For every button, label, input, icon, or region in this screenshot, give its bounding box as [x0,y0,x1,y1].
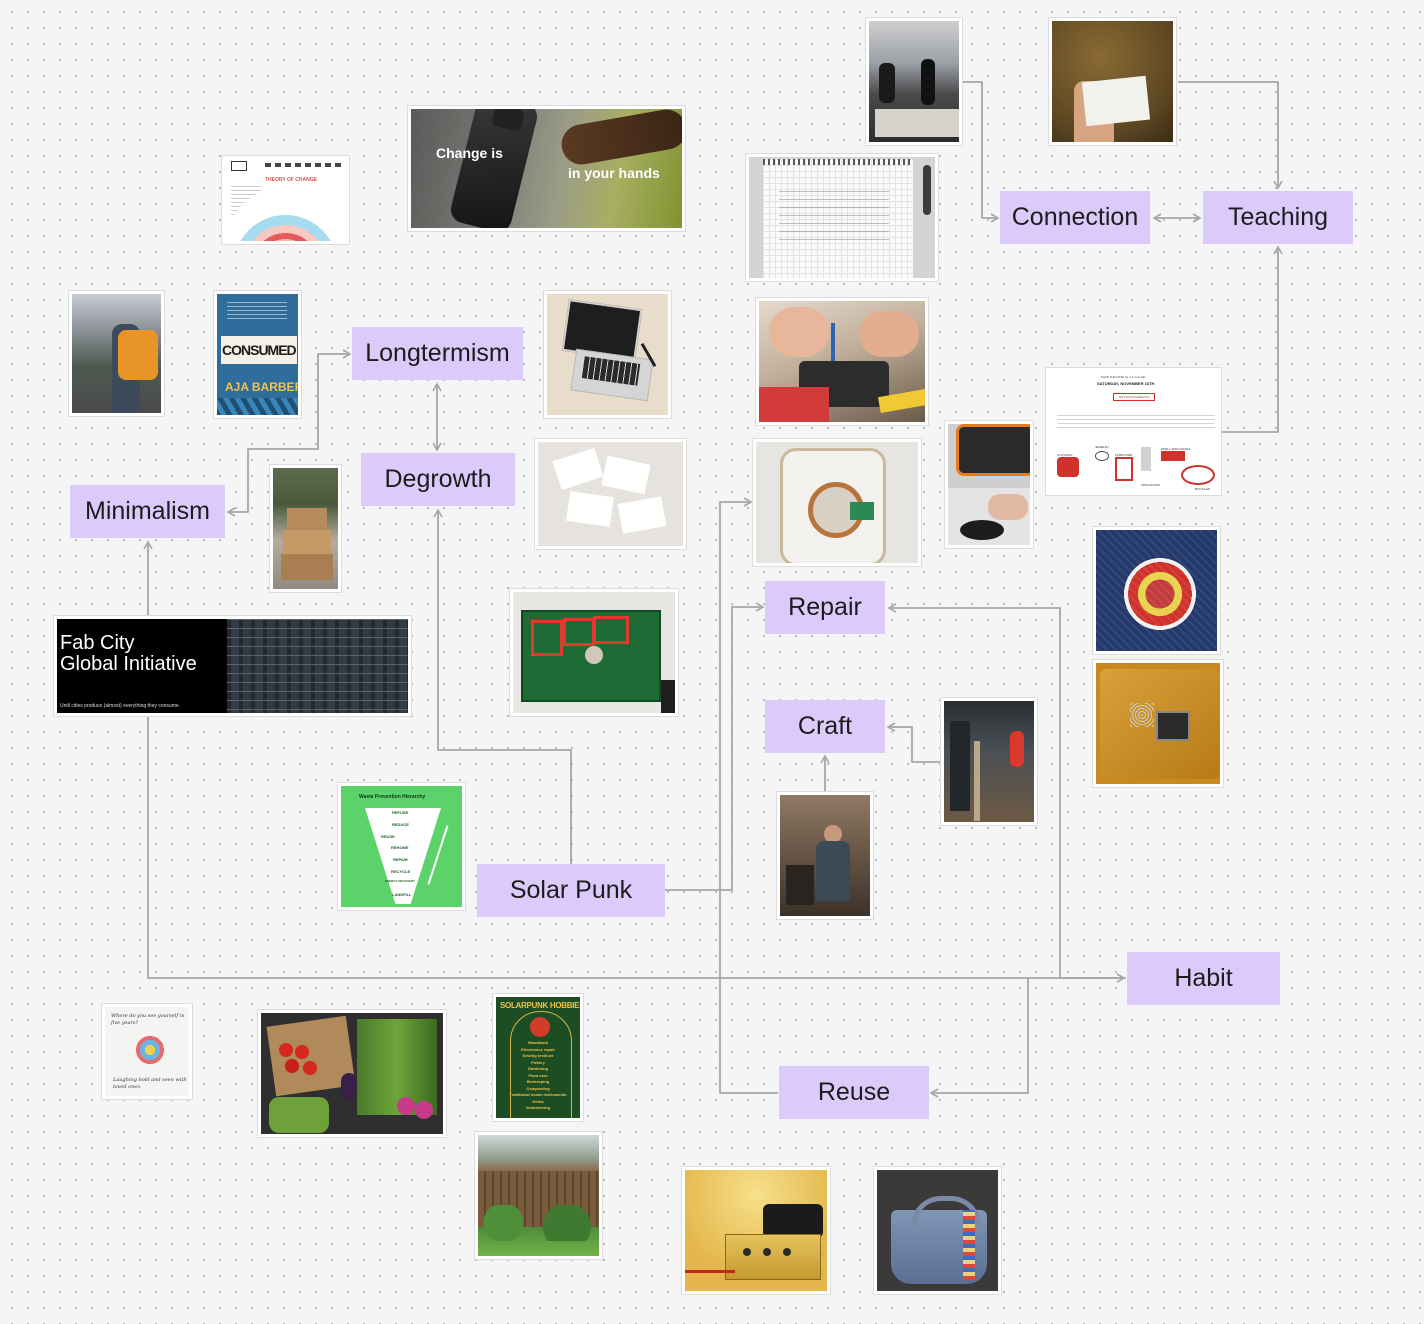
hobby-item: Beekeeping [526,1079,550,1084]
node-habit[interactable]: Habit [1127,952,1280,1005]
hand-shape [558,109,682,168]
hobby-item: Pottery [531,1059,545,1065]
flyer-label-jewelry: JEWELRY [1095,445,1110,449]
connector-photo-to-craft [886,722,941,763]
hobby-item: Volunteering [525,1105,551,1110]
connector-solarpunk-repair [665,602,765,891]
connector-habit-reuse [929,978,1029,1098]
hobby-item: Traditional music instruments [509,1092,567,1097]
connector-solarpunk-reuse [719,890,778,1094]
craftsman-photo[interactable] [777,792,873,919]
fab-city-banner[interactable]: Fab City Global Initiative Until cities … [54,616,411,716]
waste-hierarchy-image[interactable]: Waste Prevention Hierarchy REFUSE REDUCE… [338,783,465,910]
flyer-label-furniture: FURNITURE [1115,453,1133,457]
drawing-question: Where do you see yourself in five years? [111,1013,185,1026]
consumed-book-photo[interactable]: CONSUMED AJA BARBER [214,291,301,418]
phone-stand-photo[interactable] [682,1167,830,1294]
hobby-item: Composting [526,1085,550,1091]
theory-heading: THEORY OF CHANGE [265,177,317,183]
workshop-tools-photo[interactable] [941,698,1037,825]
waste-level-rehome: REHOME [391,845,409,850]
flyer-label-bicycles: BICYCLES [1195,487,1210,491]
backpack-photo[interactable] [69,291,164,416]
flyer-kicker: SAVE THE DATE for our next fair: [1101,375,1147,379]
hobby-item: Gardening [527,1066,548,1071]
node-degrowth[interactable]: Degrowth [361,453,515,506]
flyer-label-appliances: APPLIANCES [1141,483,1160,487]
circuit-board-photo[interactable] [510,589,678,716]
backpack-shape [118,330,158,380]
hobby-item: Electronics repair [521,1046,555,1052]
flyer-label-clothing: CLOTHING [1057,453,1073,457]
waste-level-energy-recovery: ENERGY RECOVERY [385,879,416,883]
wireless-charger-photo[interactable] [753,439,921,566]
waste-level-reduce: REDUCE [392,822,409,827]
flyer-label-small-appliances: SMALL APPLIANCES [1161,447,1191,451]
book-author: AJA BARBER [225,380,301,394]
waste-level-repair: REPAIR [393,857,408,862]
solar-powerbank-photo[interactable] [945,421,1033,548]
fab-city-title-2: Global Initiative [60,653,197,675]
waste-level-recycle: RECYCLE [391,869,411,874]
flyer-date: SATURDAY, NOVEMBER 16TH [1097,381,1155,386]
drawing-answer: Laughing bold and seen with loved ones. [113,1077,187,1090]
theory-of-change-image[interactable]: THEORY OF CHANGE [222,156,349,244]
event-flyer-image[interactable]: SAVE THE DATE for our next fair: SATURDA… [1046,368,1221,495]
hobby-item: Sewing textil art [522,1053,554,1058]
phone-ad-line2: in your hands [568,165,660,181]
connector-flyer-to-teaching [1222,245,1283,433]
hobby-item: Herbs [532,1098,544,1104]
connector-photo-to-teaching [1178,81,1283,190]
node-teaching[interactable]: Teaching [1203,191,1353,244]
book-title: CONSUMED [221,336,297,364]
laptop-photo[interactable] [544,291,671,418]
index-card-photo[interactable] [1049,18,1176,145]
notebook-sketch-photo[interactable] [746,154,938,281]
hobby-item: Woodwork [527,1040,549,1045]
fab-city-title-1: Fab City [60,632,135,654]
hobby-item: Plant care [528,1072,548,1078]
connector-solarpunk-wireless [719,497,753,890]
connector-photo-to-connection [962,81,1000,223]
garden-photo[interactable] [475,1132,602,1259]
node-craft[interactable]: Craft [765,700,885,753]
repair-hands-photo[interactable] [756,298,928,425]
index-cards-photo[interactable] [535,439,686,549]
denim-bag-photo[interactable] [874,1167,1001,1294]
waste-level-refuse: REFUSE [392,810,409,815]
phone-on-stand [763,1204,823,1238]
notebook-page [763,159,913,278]
vegetables-photo[interactable] [258,1010,446,1137]
workshop-photo[interactable] [866,18,962,145]
embroidery-photo[interactable] [1093,527,1220,654]
textile-electronics-photo[interactable] [1093,660,1223,787]
node-connection[interactable]: Connection [1000,191,1150,244]
waste-level-landfill: LANDFILL [392,892,412,897]
hobbies-title: SOLARPUNK HOBBIES [500,1001,583,1010]
phone-ad-line1: Change is [436,145,503,161]
waste-level-reuse: REUSE [381,834,395,839]
waste-title: Waste Prevention Hierarchy [359,794,426,800]
city-aerial [227,619,408,713]
node-reuse[interactable]: Reuse [779,1066,929,1119]
index-card [1081,75,1151,127]
phone-ad-image[interactable]: Change is in your hands [408,106,685,231]
boxes-photo[interactable] [270,465,341,592]
node-solar-punk[interactable]: Solar Punk [477,864,665,917]
handwritten-drawing-card[interactable]: Where do you see yourself in five years?… [102,1004,192,1099]
node-repair[interactable]: Repair [765,581,885,634]
fab-city-tagline: Until cities produce (almost) everything… [60,703,181,709]
flyer-button[interactable]: GET ENGAGEMENTS [1113,393,1156,401]
node-minimalism[interactable]: Minimalism [70,485,225,538]
node-longtermism[interactable]: Longtermism [352,327,523,380]
